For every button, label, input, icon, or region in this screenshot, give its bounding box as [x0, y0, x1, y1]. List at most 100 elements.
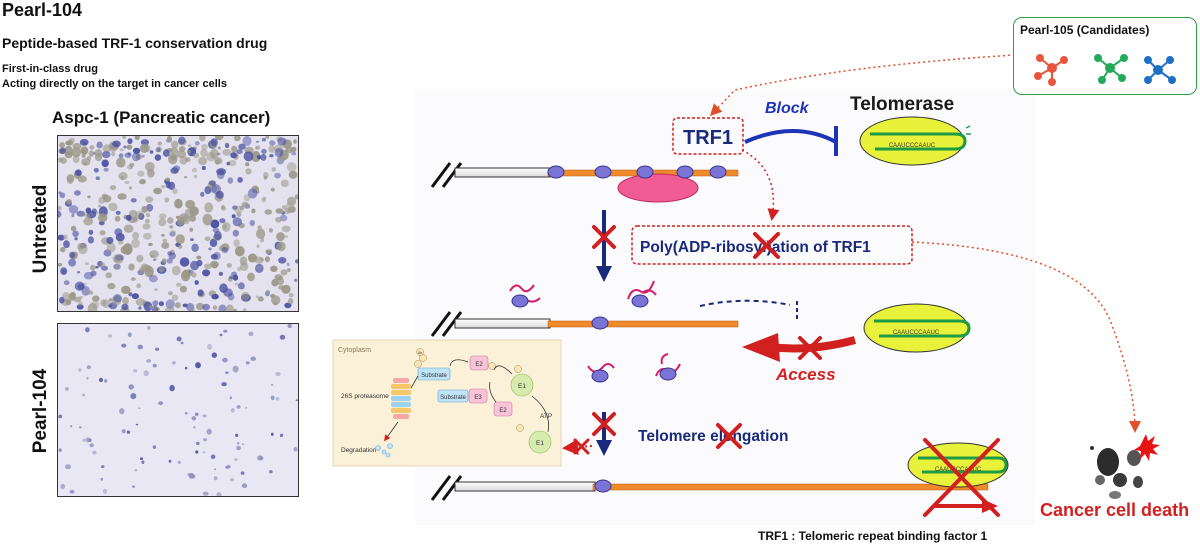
cell-speck: [145, 219, 150, 224]
cell-speck: [211, 294, 219, 300]
cell-speck: [204, 202, 214, 213]
cell-speck: [130, 198, 137, 203]
cell-speck: [74, 281, 85, 291]
cell-speck: [254, 256, 264, 264]
cell-speck: [68, 205, 79, 214]
dna-duplex: [454, 167, 551, 178]
cell-speck: [221, 247, 229, 254]
cell-line-title: Aspc-1 (Pancreatic cancer): [52, 108, 271, 127]
cell-speck: [189, 227, 194, 232]
cell-speck: [237, 177, 243, 183]
cell-speck: [293, 139, 297, 144]
micrograph-untreated-cells: [58, 136, 298, 311]
cell-speck: [161, 258, 167, 264]
cell-speck: [81, 158, 91, 166]
cell-speck: [121, 285, 131, 294]
cell-speck: [86, 365, 91, 370]
cell-speck: [160, 185, 166, 189]
cell-speck: [178, 244, 183, 249]
cancer-cell-death-label: Cancer cell death: [1040, 500, 1190, 520]
cell-speck: [227, 177, 234, 184]
cell-speck: [59, 147, 66, 154]
cell-speck: [196, 441, 200, 446]
cell-speck: [239, 256, 248, 266]
cell-speck: [92, 295, 100, 302]
drug-name: Pearl-104: [2, 0, 83, 20]
cell-speck: [178, 136, 186, 145]
cell-speck: [69, 251, 76, 259]
drug-description-2: Acting directly on the target in cancer …: [2, 78, 227, 90]
cell-speck: [58, 448, 62, 452]
cell-speck: [85, 327, 90, 333]
cell-speck: [117, 193, 127, 200]
cell-speck: [167, 217, 174, 224]
cell-speck: [88, 290, 93, 295]
micrograph-treated-cells: [58, 324, 298, 496]
cell-speck: [101, 159, 109, 168]
cell-speck: [229, 396, 232, 400]
cell-speck: [134, 136, 140, 141]
cell-speck: [99, 377, 103, 383]
cell-speck: [270, 293, 276, 299]
cell-speck: [146, 359, 152, 363]
cell-speck: [275, 216, 282, 223]
cell-speck: [95, 176, 100, 180]
cell-speck: [245, 406, 248, 409]
cell-speck: [68, 137, 75, 143]
cell-speck: [90, 270, 97, 277]
cell-speck: [270, 383, 274, 386]
cancer-cell-cluster: [1090, 434, 1160, 499]
cell-speck: [287, 298, 294, 305]
cell-speck: [118, 172, 128, 181]
cell-speck: [185, 199, 195, 209]
cell-speck: [287, 196, 297, 206]
blocked-extension-arrow: [935, 499, 998, 513]
cell-speck: [184, 412, 188, 415]
cell-speck: [226, 465, 231, 469]
cell-speck: [247, 188, 258, 199]
trf1-label-box: [672, 117, 744, 155]
cell-speck: [75, 169, 82, 176]
cell-speck: [218, 304, 227, 311]
cell-speck: [70, 225, 77, 232]
cell-speck: [132, 485, 135, 488]
cell-speck: [294, 194, 298, 200]
degradation-fragments: [375, 443, 393, 458]
cell-speck: [250, 356, 257, 361]
candidates-panel: Pearl-105 (Candidates): [1013, 17, 1197, 95]
cell-speck: [207, 343, 213, 350]
cell-speck: [211, 184, 221, 195]
cell-speck: [177, 460, 181, 464]
cell-speck: [114, 254, 124, 261]
cell-speck: [195, 450, 199, 454]
svg-text:CAAUCCCAAUC: CAAUCCCAAUC: [893, 330, 940, 336]
cell-speck: [164, 197, 170, 203]
cell-speck: [118, 153, 124, 158]
cell-speck: [132, 231, 140, 240]
molecule-icon: [1034, 54, 1068, 86]
cell-speck: [206, 151, 216, 162]
cell-speck: [229, 275, 233, 280]
cell-speck: [280, 269, 288, 276]
cell-speck: [236, 405, 241, 409]
cell-speck: [130, 393, 137, 400]
x-mark: [798, 336, 822, 360]
cell-speck: [242, 136, 252, 146]
cell-speck: [282, 205, 286, 209]
cell-speck: [180, 341, 184, 345]
cell-speck: [155, 347, 160, 351]
cell-speck: [232, 229, 239, 237]
parp-protein: [617, 173, 699, 203]
cell-speck: [82, 438, 86, 442]
cell-speck: [101, 151, 111, 159]
telomerase-enzyme: CAAUCCCAAUC: [859, 116, 971, 166]
cell-speck: [73, 296, 82, 303]
cell-speck: [127, 332, 132, 337]
cell-speck: [102, 299, 111, 308]
cell-speck: [194, 280, 199, 285]
cell-speck: [86, 377, 89, 380]
down-arrow-2: [596, 412, 612, 456]
cell-speck: [281, 284, 291, 294]
block-label: Block: [765, 100, 810, 117]
